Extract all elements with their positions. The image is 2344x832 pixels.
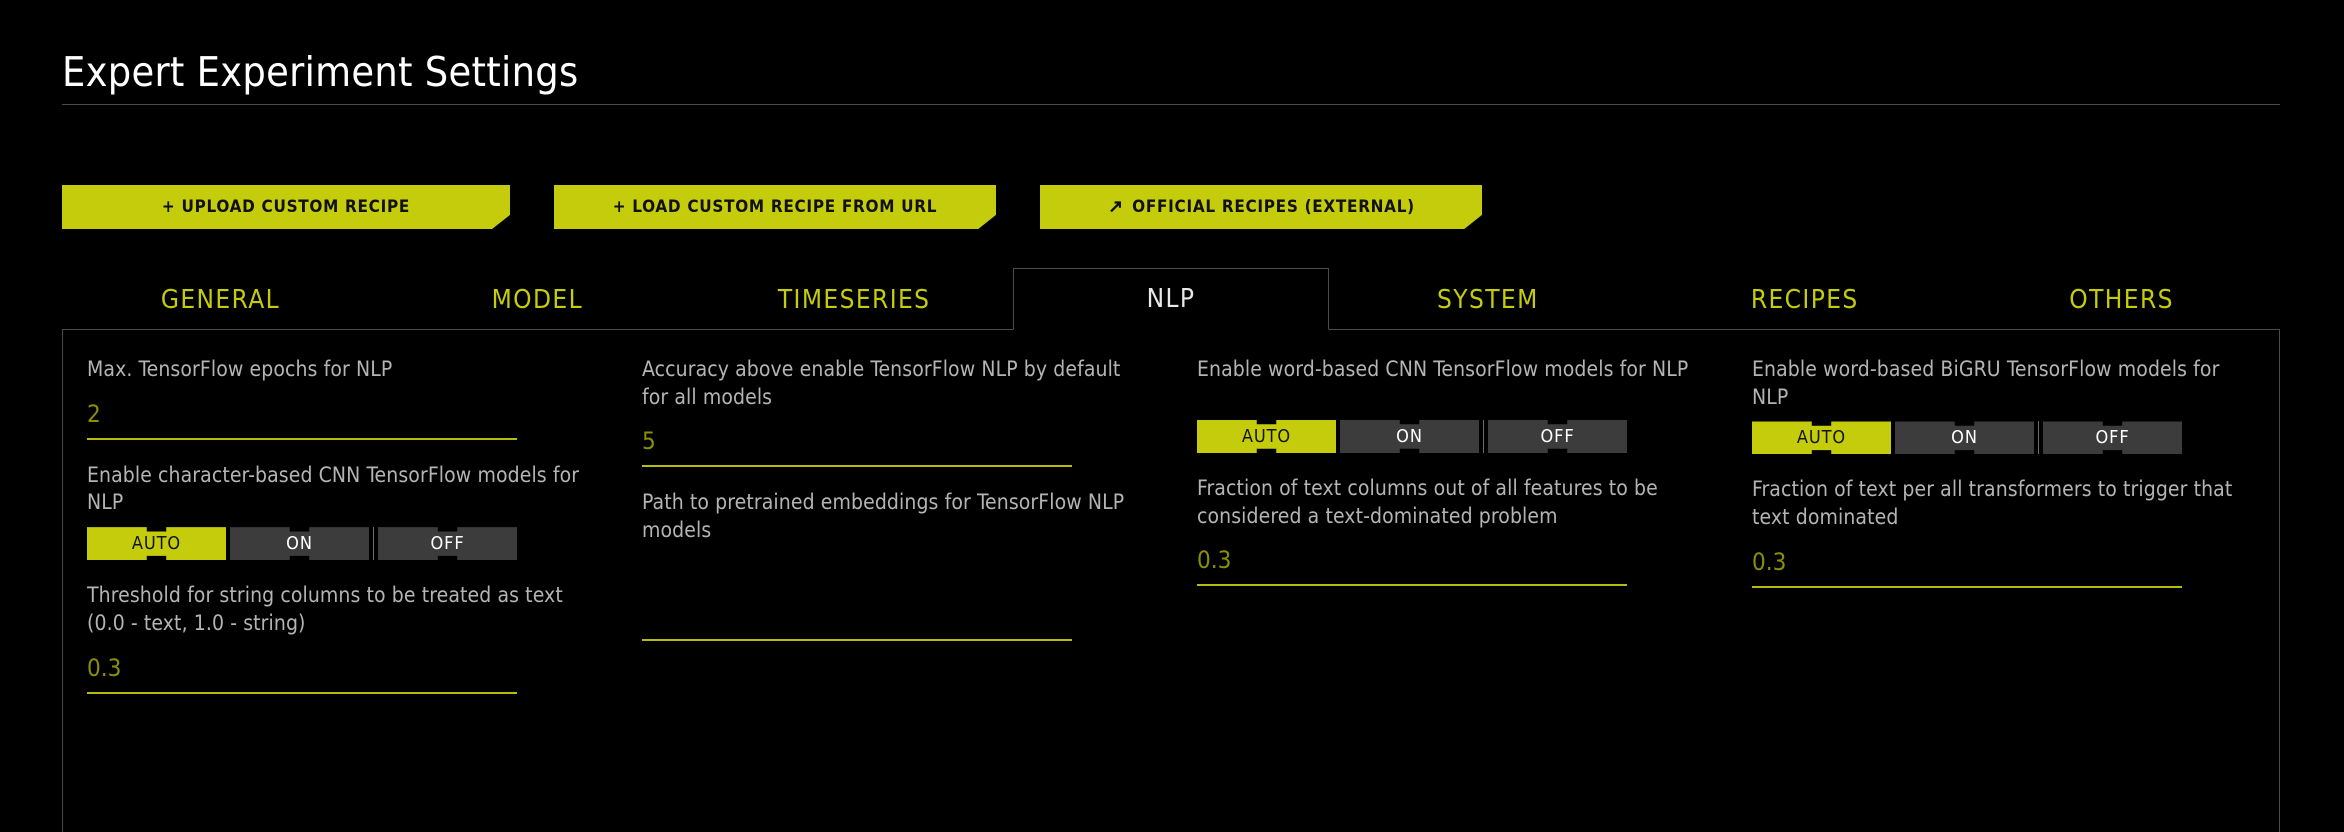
field-label: Enable character-based CNN TensorFlow mo… bbox=[87, 462, 580, 515]
settings-grid: Max. TensorFlow epochs for NLP Enable ch… bbox=[63, 330, 2279, 712]
field-enable-word-based-bigru-tensorflow-models-for-nlp: Enable word-based BiGRU TensorFlow model… bbox=[1752, 352, 2255, 455]
official-recipes-external-label: Official Recipes (External) bbox=[1132, 197, 1415, 217]
toggle-separator bbox=[373, 527, 374, 561]
settings-column-2: Accuracy above enable TensorFlow NLP by … bbox=[642, 352, 1145, 712]
field-fraction-of-text-columns-text-dominated: Fraction of text columns out of all feat… bbox=[1197, 471, 1700, 587]
field-threshold-for-string-columns-treated-as-text: Threshold for string columns to be treat… bbox=[87, 578, 590, 694]
field-label: Fraction of text columns out of all feat… bbox=[1197, 476, 1658, 528]
fraction-of-text-per-all-transformers-input[interactable] bbox=[1752, 543, 2182, 588]
load-custom-recipe-from-url-label: + Load Custom Recipe from URL bbox=[612, 197, 938, 217]
tab-system[interactable]: System bbox=[1437, 284, 1539, 315]
field-label: Enable word-based CNN TensorFlow models … bbox=[1197, 357, 1689, 381]
recipe-action-buttons: + Upload Custom Recipe + Load Custom Rec… bbox=[62, 185, 1482, 229]
field-label: Enable word-based BiGRU TensorFlow model… bbox=[1752, 357, 2220, 409]
accuracy-above-enable-tensorflow-nlp-input[interactable] bbox=[642, 423, 1072, 468]
tab-recipes[interactable]: Recipes bbox=[1750, 284, 1859, 315]
title-divider bbox=[62, 103, 2280, 105]
settings-column-4: Enable word-based BiGRU TensorFlow model… bbox=[1752, 352, 2255, 712]
character-based-cnn-auto-button[interactable]: AUTO bbox=[87, 527, 226, 561]
official-recipes-external-button[interactable]: Official Recipes (External) bbox=[1040, 185, 1482, 229]
load-custom-recipe-from-url-button[interactable]: + Load Custom Recipe from URL bbox=[554, 185, 996, 229]
word-based-cnn-toggle-group: AUTO ON OFF bbox=[1197, 420, 1627, 453]
word-based-bigru-toggle-group: AUTO ON OFF bbox=[1752, 421, 2182, 455]
word-based-cnn-on-button[interactable]: ON bbox=[1340, 420, 1479, 453]
tab-model[interactable]: Model bbox=[491, 284, 583, 315]
character-based-cnn-toggle-group: AUTO ON OFF bbox=[87, 527, 517, 561]
field-label: Accuracy above enable TensorFlow NLP by … bbox=[642, 357, 1121, 409]
word-based-bigru-auto-button[interactable]: AUTO bbox=[1752, 421, 1891, 455]
tab-nlp[interactable]: NLP bbox=[1012, 268, 1330, 330]
nlp-settings-panel: Max. TensorFlow epochs for NLP Enable ch… bbox=[62, 329, 2280, 832]
tab-general[interactable]: General bbox=[160, 284, 281, 315]
upload-custom-recipe-button[interactable]: + Upload Custom Recipe bbox=[62, 185, 510, 229]
toggle-separator bbox=[2038, 421, 2039, 455]
threshold-for-string-columns-treated-as-text-input[interactable] bbox=[87, 649, 517, 694]
character-based-cnn-off-button[interactable]: OFF bbox=[378, 527, 517, 561]
field-label: Threshold for string columns to be treat… bbox=[87, 583, 563, 635]
settings-column-1: Max. TensorFlow epochs for NLP Enable ch… bbox=[87, 352, 590, 712]
upload-custom-recipe-label: + Upload Custom Recipe bbox=[161, 197, 411, 217]
field-fraction-of-text-per-all-transformers: Fraction of text per all transformers to… bbox=[1752, 472, 2255, 588]
settings-column-3: Enable word-based CNN TensorFlow models … bbox=[1197, 352, 1700, 712]
word-based-cnn-off-button[interactable]: OFF bbox=[1488, 420, 1627, 453]
field-enable-character-based-cnn-tensorflow-models-for-nlp: Enable character-based CNN TensorFlow mo… bbox=[87, 458, 590, 561]
field-label: Fraction of text per all transformers to… bbox=[1752, 477, 2233, 530]
character-based-cnn-on-button[interactable]: ON bbox=[230, 527, 369, 561]
field-label: Max. TensorFlow epochs for NLP bbox=[87, 357, 393, 381]
word-based-cnn-auto-button[interactable]: AUTO bbox=[1197, 420, 1336, 453]
fraction-of-text-columns-text-dominated-input[interactable] bbox=[1197, 542, 1627, 587]
word-based-bigru-on-button[interactable]: ON bbox=[1895, 421, 2034, 455]
tab-timeseries[interactable]: Timeseries bbox=[777, 284, 931, 315]
word-based-bigru-off-button[interactable]: OFF bbox=[2043, 421, 2182, 455]
tab-others[interactable]: Others bbox=[2069, 284, 2174, 315]
field-path-to-pretrained-embeddings: Path to pretrained embeddings for Tensor… bbox=[642, 485, 1145, 641]
settings-tabbar: General Model Timeseries NLP System Reci… bbox=[62, 268, 2280, 330]
field-accuracy-above-enable-tensorflow-nlp: Accuracy above enable TensorFlow NLP by … bbox=[642, 352, 1145, 468]
field-label: Path to pretrained embeddings for Tensor… bbox=[642, 490, 1125, 543]
path-to-pretrained-embeddings-input[interactable] bbox=[642, 596, 1072, 641]
page-title: Expert Experiment Settings bbox=[62, 48, 579, 96]
field-enable-word-based-cnn-tensorflow-models-for-nlp: Enable word-based CNN TensorFlow models … bbox=[1197, 352, 1700, 453]
toggle-separator bbox=[1483, 420, 1484, 453]
title-block: Expert Experiment Settings bbox=[62, 48, 2280, 105]
field-max-tensorflow-epochs-for-nlp: Max. TensorFlow epochs for NLP bbox=[87, 352, 590, 440]
external-link-arrow-icon bbox=[1107, 198, 1124, 215]
max-tensorflow-epochs-for-nlp-input[interactable] bbox=[87, 395, 517, 440]
